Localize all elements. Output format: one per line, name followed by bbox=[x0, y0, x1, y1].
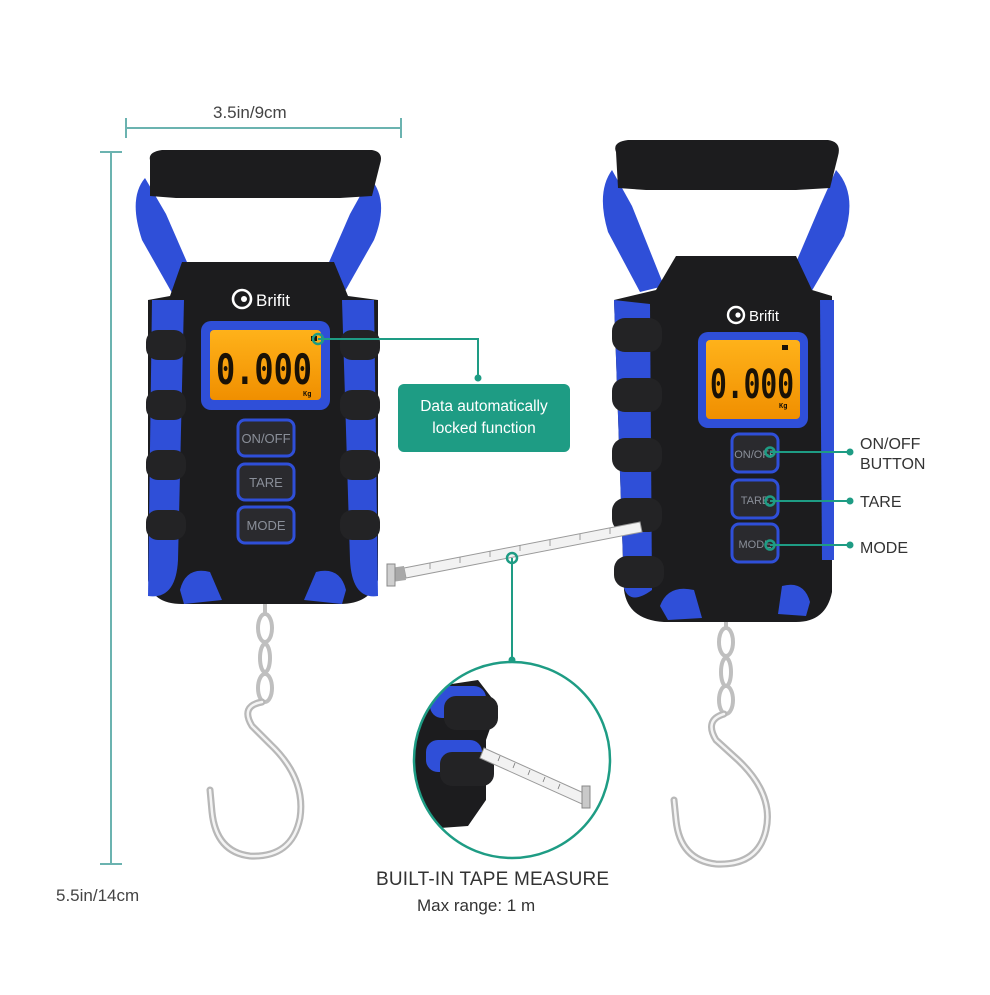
tape-detail-magnifier bbox=[412, 660, 612, 860]
mode-button-side[interactable]: MODE bbox=[730, 522, 780, 564]
auto-lock-line-1: Data automatically bbox=[420, 398, 548, 415]
svg-text:MODE: MODE bbox=[739, 539, 772, 551]
width-dimension-label: 3.5in/9cm bbox=[213, 103, 287, 122]
tare-button[interactable]: TARE bbox=[236, 462, 296, 502]
tare-callout-label: TARE bbox=[860, 494, 902, 511]
lcd-unit: Kg bbox=[303, 390, 311, 398]
lcd-screen bbox=[210, 330, 321, 400]
callout-lines bbox=[318, 338, 850, 660]
height-dimension-line bbox=[100, 151, 122, 865]
handle-grip bbox=[149, 150, 381, 198]
onoff-callout-label: ON/OFF BUTTON bbox=[860, 435, 925, 475]
lcd-readout: 0.000 bbox=[216, 345, 312, 394]
onoff-callout-line-2: BUTTON bbox=[860, 456, 926, 473]
hook bbox=[206, 698, 305, 860]
svg-text:ON/OFF: ON/OFF bbox=[241, 431, 290, 446]
brand-logo-icon bbox=[231, 288, 253, 310]
scale-front-view: Brifit 0.000 Kg ON/OFF TARE MODE bbox=[135, 150, 382, 860]
auto-lock-feature-badge: Data automatically locked function bbox=[398, 384, 570, 452]
brand-name: Brifit bbox=[256, 291, 290, 310]
tape-measure-range: Max range: 1 m bbox=[417, 896, 536, 915]
chain bbox=[256, 604, 274, 704]
lock-icon-side bbox=[782, 345, 788, 350]
handle-inner-opening bbox=[186, 200, 332, 262]
onoff-button[interactable]: ON/OFF bbox=[236, 418, 296, 458]
scale-side-view: Brifit 0.000 Kg ON/OFF TARE MODE bbox=[602, 140, 850, 868]
tape-measure-extended bbox=[386, 521, 643, 587]
onoff-callout-line-1: ON/OFF bbox=[860, 436, 921, 453]
svg-text:ON/OFF: ON/OFF bbox=[734, 449, 776, 461]
svg-text:MODE: MODE bbox=[247, 518, 286, 533]
brand-name-side: Brifit bbox=[749, 308, 780, 325]
tape-measure-title: BUILT-IN TAPE MEASURE bbox=[376, 869, 610, 890]
auto-lock-line-2: locked function bbox=[432, 420, 536, 437]
lcd-unit-side: Kg bbox=[779, 402, 787, 410]
width-dimension-line bbox=[125, 118, 402, 138]
callout-dots bbox=[311, 332, 854, 664]
svg-text:TARE: TARE bbox=[741, 495, 770, 507]
tare-button-side[interactable]: TARE bbox=[730, 478, 780, 520]
height-dimension-label: 5.5in/14cm bbox=[56, 886, 140, 905]
svg-text:TARE: TARE bbox=[249, 475, 283, 490]
lcd-readout-side: 0.000 bbox=[710, 362, 794, 408]
mode-callout-label: MODE bbox=[860, 540, 908, 557]
mode-button[interactable]: MODE bbox=[236, 505, 296, 545]
